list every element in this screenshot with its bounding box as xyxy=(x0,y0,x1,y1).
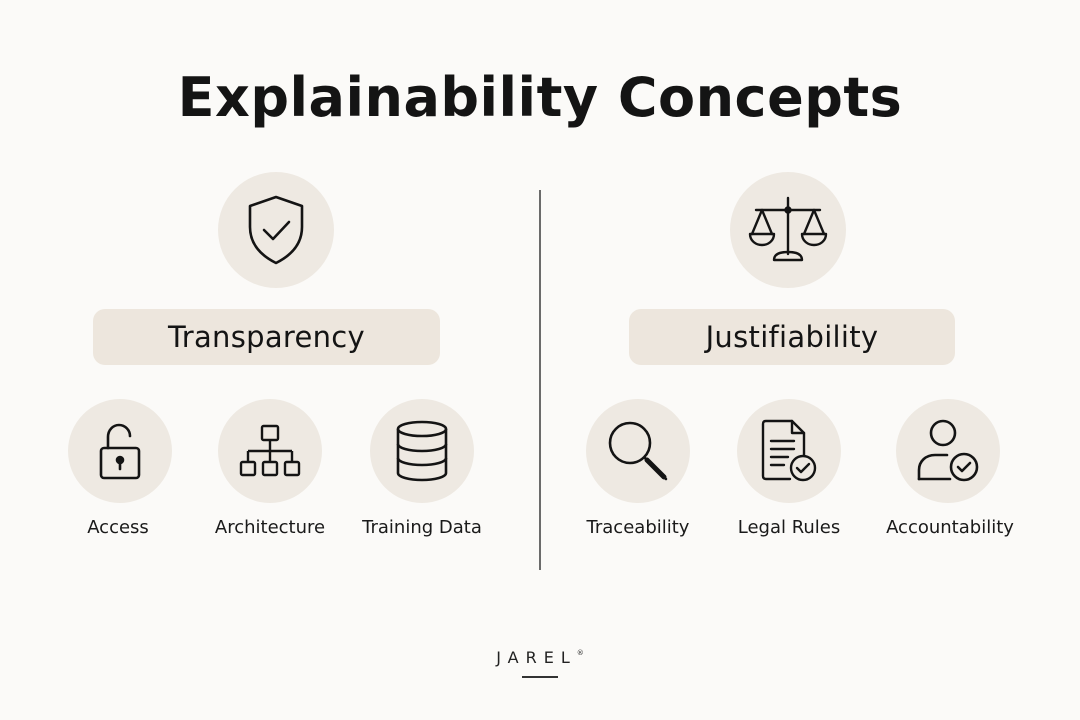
architecture-icon-circle xyxy=(218,399,322,503)
legal-rules-icon-circle xyxy=(737,399,841,503)
traceability-label: Traceability xyxy=(586,517,690,538)
access-icon-circle xyxy=(68,399,172,503)
center-divider xyxy=(539,190,541,570)
balance-scale-icon xyxy=(748,196,828,262)
accountability-label: Accountability xyxy=(886,517,1014,538)
accountability-icon-circle xyxy=(896,399,1000,503)
architecture-label: Architecture xyxy=(214,517,326,538)
justifiability-heading: Justifiability xyxy=(629,309,955,365)
transparency-icon-circle xyxy=(218,172,334,288)
traceability-icon-circle xyxy=(586,399,690,503)
database-icon xyxy=(396,420,448,482)
justifiability-icon-circle xyxy=(730,172,846,288)
brand-name: JAREL xyxy=(496,648,577,667)
registered-mark: ® xyxy=(576,649,584,657)
shield-check-icon xyxy=(248,195,304,265)
brand-logo: JAREL® xyxy=(440,648,640,667)
access-label: Access xyxy=(87,517,149,538)
user-check-icon xyxy=(917,419,979,482)
hierarchy-icon xyxy=(239,424,301,477)
legal-rules-label: Legal Rules xyxy=(737,517,841,538)
brand-underline xyxy=(522,676,558,678)
document-check-icon xyxy=(761,419,817,482)
transparency-heading: Transparency xyxy=(93,309,440,365)
training-data-icon-circle xyxy=(370,399,474,503)
unlocked-padlock-icon xyxy=(99,423,141,480)
page-title: Explainability Concepts xyxy=(177,66,903,129)
training-data-label: Training Data xyxy=(362,517,482,538)
magnifier-icon xyxy=(608,421,668,481)
